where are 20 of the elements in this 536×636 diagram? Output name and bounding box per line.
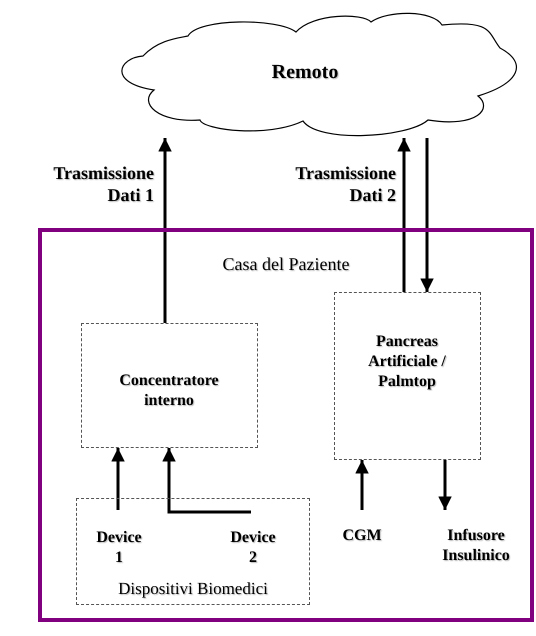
house-frame: [38, 228, 534, 622]
group-label: Dispositivi Biomedici: [117, 578, 269, 600]
box-label: Concentratore interno: [118, 371, 220, 411]
device-label: Infusore Insulinico: [441, 526, 511, 566]
process-box: [334, 292, 481, 460]
arrow: [355, 460, 369, 510]
cloud-label: Remoto: [270, 60, 340, 85]
arrow: [111, 448, 125, 510]
frame-title: Casa del Paziente: [222, 253, 350, 276]
arrow: [420, 138, 434, 292]
arrow: [158, 138, 172, 323]
box-label: Pancreas Artificiale / Palmtop: [367, 332, 447, 392]
group-box: [76, 498, 310, 605]
arrow: [438, 460, 452, 510]
device-label: Device 1: [95, 528, 143, 568]
arrow: [397, 138, 411, 292]
arrow: [162, 448, 251, 514]
process-box: [81, 323, 258, 448]
device-label: CGM: [341, 526, 383, 546]
device-label: Device 2: [229, 528, 277, 568]
